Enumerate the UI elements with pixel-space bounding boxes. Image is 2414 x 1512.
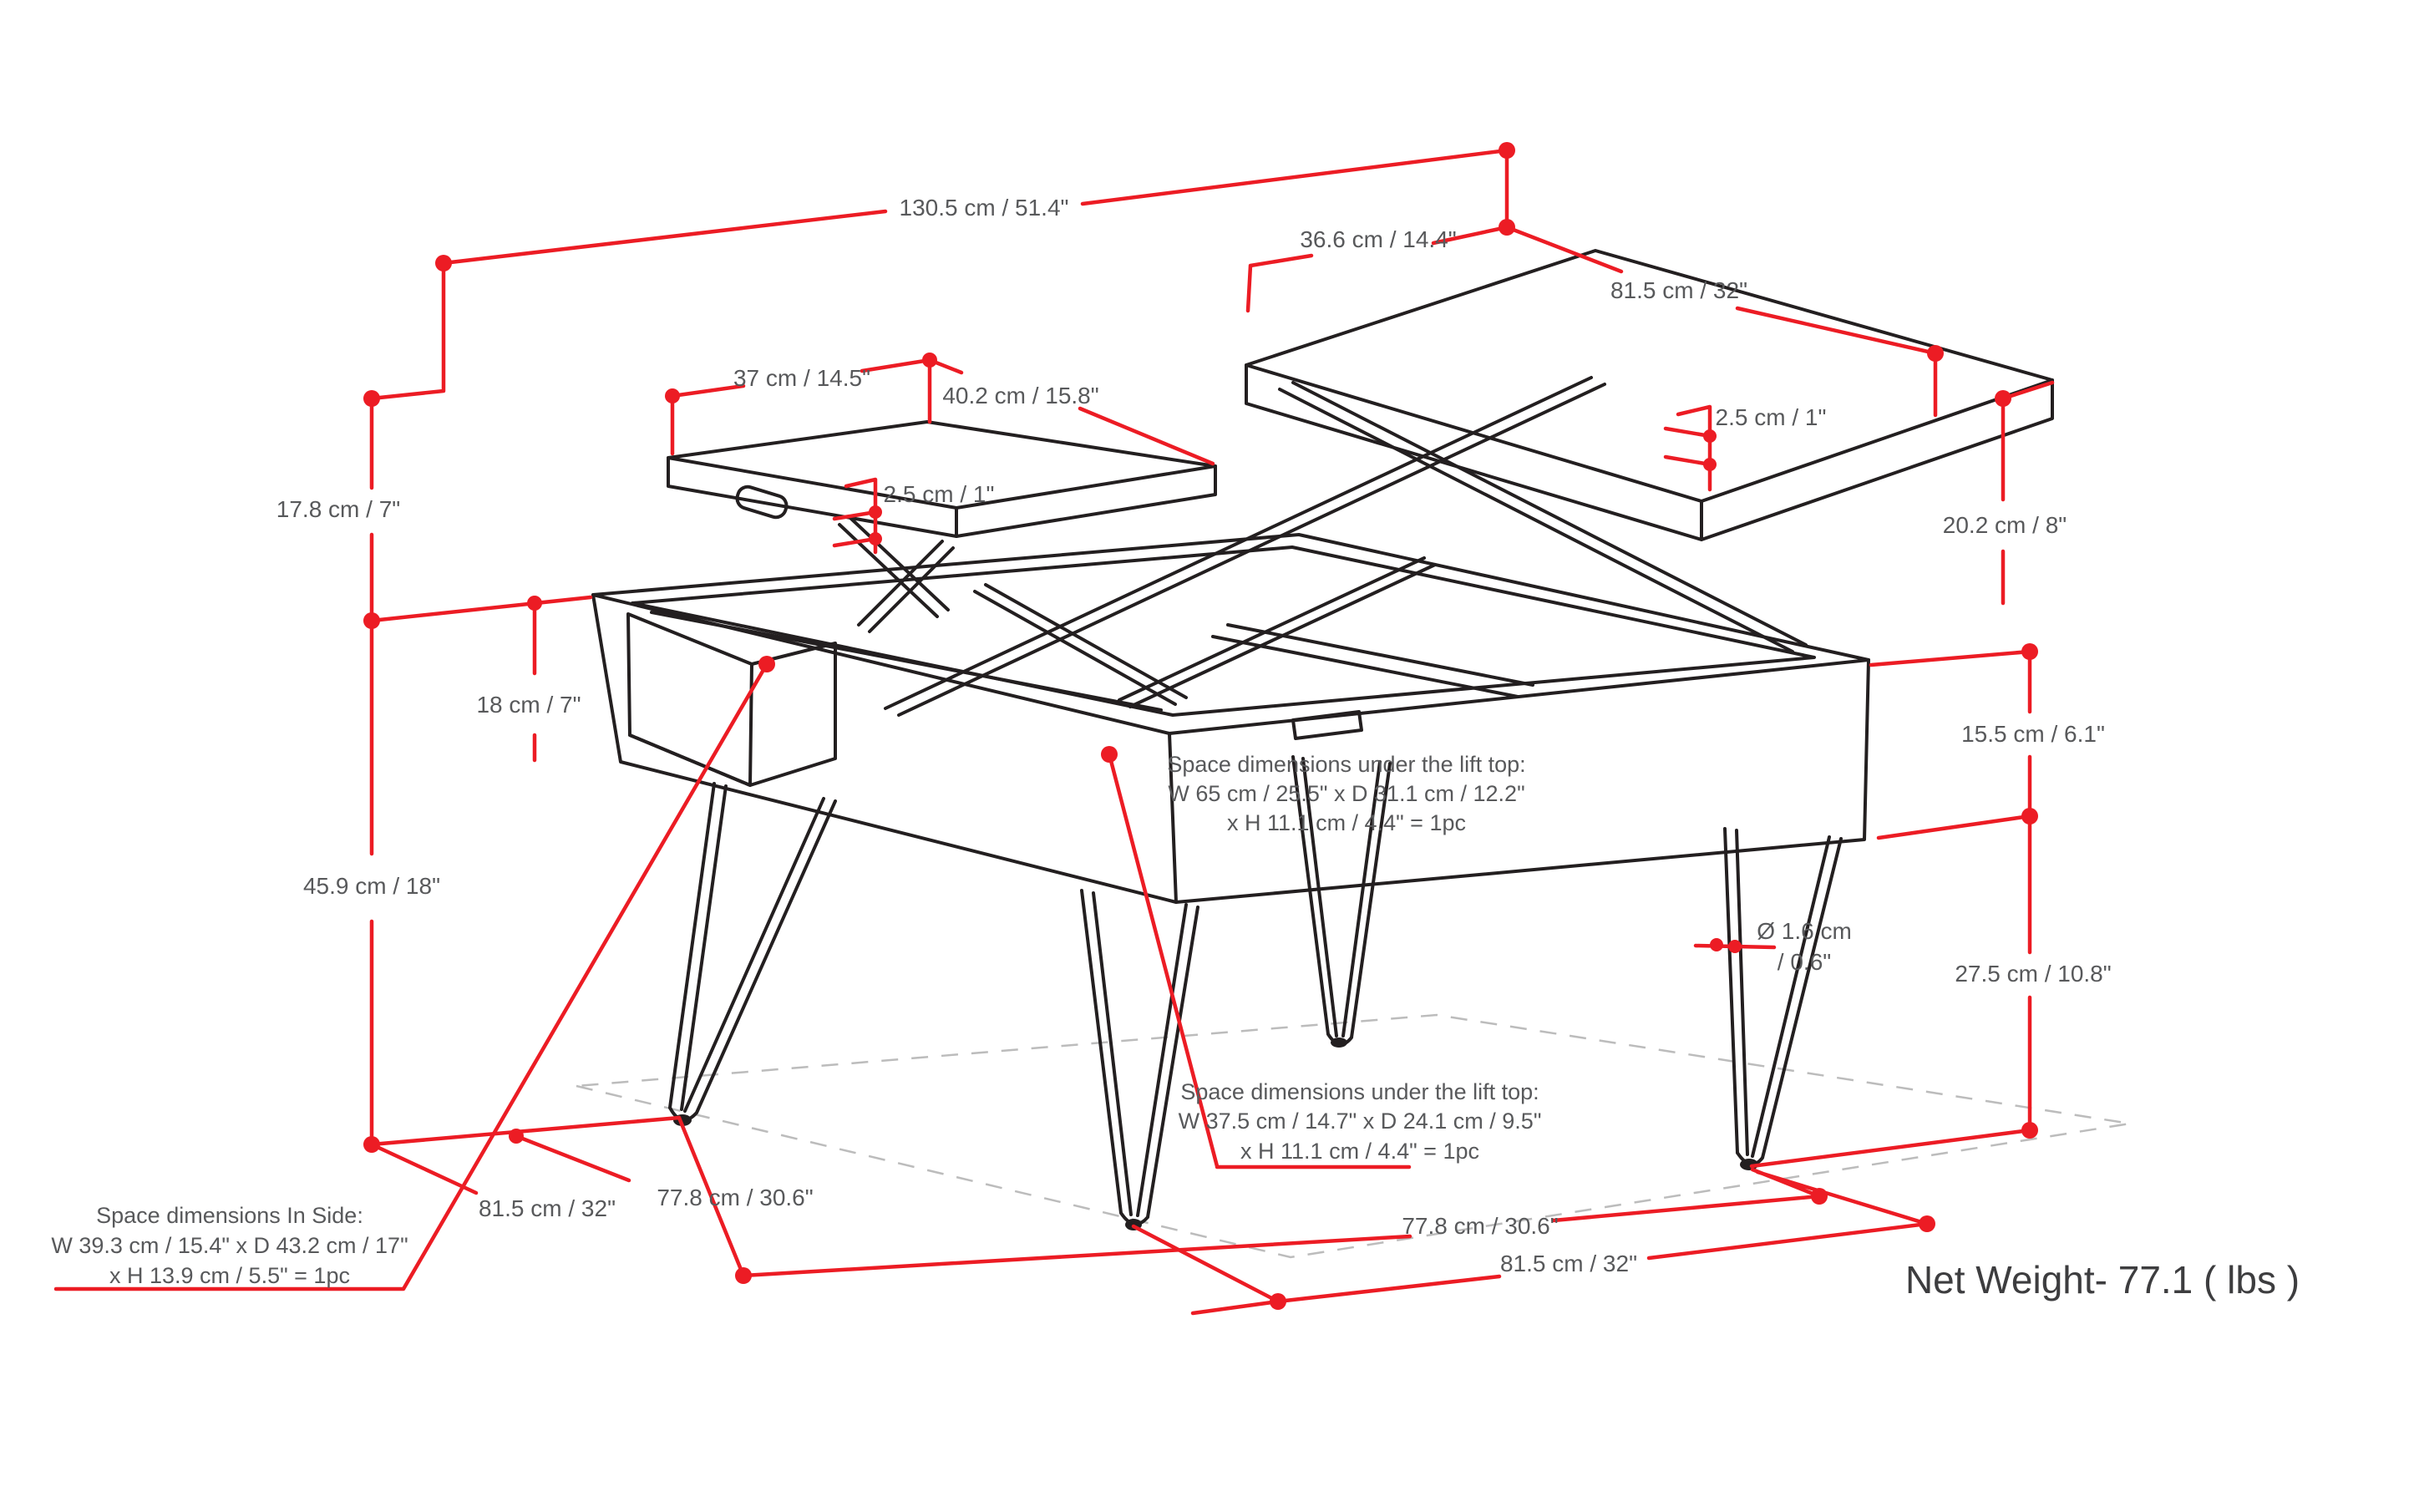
large-lift-top: [1245, 249, 2054, 541]
label-tray-clearance: 45.9 cm / 18": [303, 873, 440, 899]
hairpin-legs: [668, 755, 1843, 1230]
label-base-width-left: 81.5 cm / 32": [479, 1195, 616, 1221]
dim-overall-width-line: [441, 148, 1509, 266]
note-line: x H 11.1 cm / 4.4" = 1pc: [1240, 1139, 1479, 1164]
leader-cubby: [53, 662, 769, 1291]
rim-notch: [1291, 710, 1363, 740]
dim-thickness-right: [1663, 404, 1712, 492]
label-base-depth-right: 77.8 cm / 30.6": [1402, 1213, 1558, 1239]
note-line: W 39.3 cm / 15.4" x D 43.2 cm / 17": [51, 1233, 408, 1258]
label-leg-diameter-2: / 0.6": [1778, 949, 1831, 975]
body-right-face: [1174, 658, 1870, 904]
divider: [1211, 623, 1534, 698]
leader-lift-space: [1107, 752, 1412, 1170]
dim-top-right-chain: [1245, 148, 1938, 418]
label-top-offset-right: 36.6 cm / 14.4": [1300, 226, 1456, 252]
label-leg-diameter-1: Ø 1.6 cm: [1757, 918, 1852, 944]
tray-handle-cutout: [735, 485, 789, 520]
label-tray-lift-height: 17.8 cm / 7": [276, 496, 400, 522]
label-base-width-right: 81.5 cm / 32": [1500, 1251, 1637, 1276]
dim-base-right: [677, 1115, 1930, 1316]
dimension-lines: [53, 142, 2055, 1316]
note-space-under-lift-top-small: Space dimensions under the lift top: W 3…: [1179, 1079, 1542, 1164]
dim-base-left: [369, 1115, 682, 1195]
note-line: W 37.5 cm / 14.7" x D 24.1 cm / 9.5": [1179, 1109, 1542, 1134]
note-line: Space dimensions under the lift top:: [1180, 1079, 1539, 1104]
label-lift-top-thickness: 2.5 cm / 1": [1716, 404, 1827, 430]
body-front-face: [591, 593, 1178, 904]
cubby-depth: [628, 642, 837, 787]
dim-left-chain: [369, 261, 593, 1147]
note-line: x H 13.9 cm / 5.5" = 1pc: [109, 1263, 350, 1288]
label-lift-top-width: 81.5 cm / 32": [1610, 277, 1747, 303]
table-drawing: [591, 249, 2054, 1230]
lift-arms: [838, 376, 1808, 717]
note-line: Space dimensions In Side:: [96, 1203, 363, 1228]
label-tray-thickness: 2.5 cm / 1": [884, 481, 995, 507]
dim-tray-top: [670, 358, 1215, 466]
note-line: W 65 cm / 25.5" x D 31.1 cm / 12.2": [1168, 781, 1524, 806]
label-body-height: 15.5 cm / 6.1": [1961, 721, 2105, 747]
net-weight-label: Net Weight- 77.1 ( lbs ): [1905, 1258, 2300, 1301]
dim-lift-top-height: [2001, 380, 2055, 606]
label-overall-width: 130.5 cm / 51.4": [900, 195, 1069, 221]
label-leg-height: 27.5 cm / 10.8": [1955, 961, 2111, 987]
dim-right-chain: [1749, 649, 2032, 1169]
label-tray-width: 40.2 cm / 15.8": [942, 383, 1098, 408]
label-tray-depth: 37 cm / 14.5": [733, 365, 870, 391]
dimension-labels: 130.5 cm / 51.4" 36.6 cm / 14.4" 81.5 cm…: [51, 195, 2300, 1301]
label-cubby-height: 18 cm / 7": [476, 692, 581, 718]
note-line: Space dimensions under the lift top:: [1167, 752, 1525, 777]
label-lift-top-height: 20.2 cm / 8": [1943, 512, 2067, 538]
label-base-depth-left: 77.8 cm / 30.6": [657, 1185, 813, 1210]
floor-projection: [576, 1013, 2131, 1259]
small-lift-tray: [667, 420, 1217, 538]
leg-foot: [1331, 1038, 1347, 1048]
note-space-under-lift-top-large: Space dimensions under the lift top: W 6…: [1167, 752, 1525, 835]
note-line: x H 11.1 cm / 4.4" = 1pc: [1227, 810, 1466, 835]
note-space-in-side: Space dimensions In Side: W 39.3 cm / 15…: [51, 1203, 408, 1288]
opening-inner-wall: [650, 611, 1163, 712]
